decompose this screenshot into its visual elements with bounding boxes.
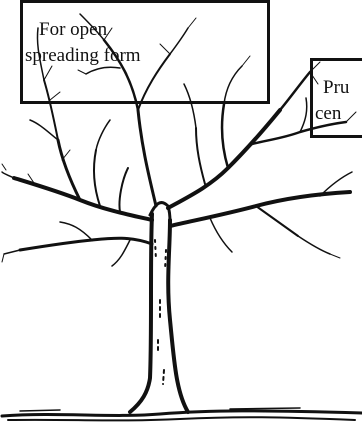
ground-line [0, 407, 362, 422]
central-label-line1: Pru [323, 77, 350, 98]
open-spreading-form-label: For open spreading form [20, 0, 270, 104]
open-form-label-line2: spreading form [25, 45, 141, 66]
open-form-label-line1: For open [39, 19, 108, 40]
central-leader-label: Pru cen [310, 58, 362, 138]
tree-twigs [1, 17, 357, 263]
tree-trunk [128, 201, 190, 414]
central-label-line2: cen [315, 103, 342, 124]
